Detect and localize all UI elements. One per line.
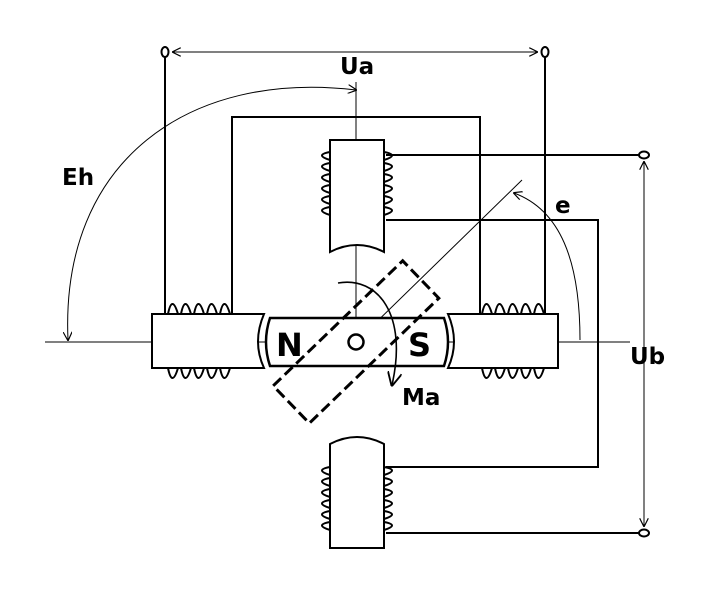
right-pole-core [446, 313, 559, 369]
top-pole-coil [321, 151, 393, 216]
bottom-pole-coil [321, 466, 393, 531]
ua-label: Ua [340, 54, 374, 80]
rotor-rotated-outline [271, 258, 441, 426]
e-angle-arrow [514, 193, 581, 341]
ma-label: Ma [402, 385, 440, 411]
rotor-shaft [347, 333, 365, 351]
top-pole-core [329, 139, 385, 254]
left-pole-coil [167, 303, 231, 379]
bottom-pole-core [329, 436, 385, 549]
eh-angle-arrow [68, 87, 356, 340]
e-label: e [555, 193, 571, 219]
diagonal-axis-line [355, 179, 523, 343]
right-pole-coil [481, 303, 545, 379]
left-pole-core [151, 313, 266, 369]
north-pole-label: N [276, 326, 303, 364]
eh-label: Eh [62, 165, 94, 191]
ma-torque-arrow [337, 281, 396, 385]
south-pole-label: S [408, 326, 431, 364]
ub-label: Ub [630, 344, 665, 370]
ub-terminals [386, 150, 650, 538]
